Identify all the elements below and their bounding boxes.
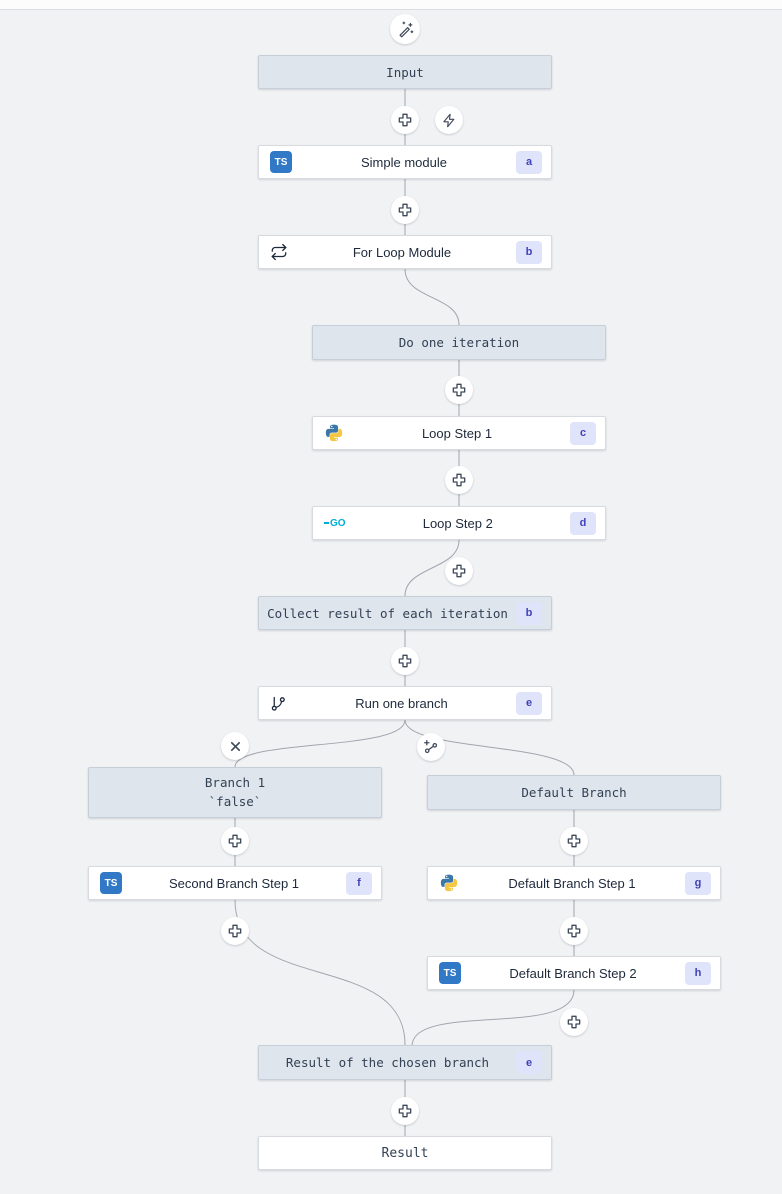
branch-expression: `false` bbox=[208, 793, 262, 809]
node-label: Default Branch Step 2 bbox=[509, 965, 637, 981]
plus-icon bbox=[397, 653, 413, 669]
node-label: Second Branch Step 1 bbox=[168, 875, 300, 891]
git-branch-icon bbox=[270, 695, 287, 712]
flow-node-default-branch-step-2[interactable]: TS Default Branch Step 2 h bbox=[427, 956, 721, 990]
plus-icon bbox=[397, 202, 413, 218]
git-branch-plus-icon bbox=[423, 739, 439, 755]
insert-step-button[interactable] bbox=[391, 1097, 419, 1125]
trigger-button[interactable] bbox=[435, 106, 463, 134]
node-label: Run one branch bbox=[355, 695, 448, 711]
flow-node-default-branch-step-1[interactable]: Default Branch Step 1 g bbox=[427, 866, 721, 900]
x-icon bbox=[229, 740, 242, 753]
flow-node-input[interactable]: Input bbox=[258, 55, 552, 89]
insert-step-button[interactable] bbox=[221, 917, 249, 945]
insert-step-button[interactable] bbox=[560, 827, 588, 855]
bolt-icon bbox=[442, 113, 457, 128]
python-icon bbox=[324, 423, 344, 443]
flow-node-default-branch[interactable]: Default Branch bbox=[427, 775, 721, 810]
insert-step-button[interactable] bbox=[560, 1008, 588, 1036]
plus-icon bbox=[397, 112, 413, 128]
step-id-badge: c bbox=[570, 421, 596, 445]
step-id-badge: a bbox=[516, 150, 542, 174]
plus-icon bbox=[451, 472, 467, 488]
insert-step-button[interactable] bbox=[445, 376, 473, 404]
node-label: Collect result of each iteration bbox=[267, 605, 508, 621]
flow-node-loop-step-1[interactable]: Loop Step 1 c bbox=[312, 416, 606, 450]
node-label: Do one iteration bbox=[398, 335, 520, 350]
plus-icon bbox=[566, 833, 582, 849]
plus-icon bbox=[451, 382, 467, 398]
flow-node-result-of-chosen-branch[interactable]: Result of the chosen branch e bbox=[258, 1045, 552, 1080]
insert-step-button[interactable] bbox=[391, 647, 419, 675]
flow-node-for-loop[interactable]: For Loop Module b bbox=[258, 235, 552, 269]
plus-icon bbox=[451, 563, 467, 579]
go-icon: GO bbox=[324, 518, 346, 529]
insert-step-button[interactable] bbox=[221, 827, 249, 855]
node-label: Result of the chosen branch bbox=[285, 1055, 490, 1070]
wand-sparkles-icon bbox=[396, 20, 414, 38]
step-id-badge: g bbox=[685, 871, 711, 895]
node-label: Loop Step 2 bbox=[422, 515, 493, 531]
python-icon bbox=[439, 873, 459, 893]
step-id-badge: b bbox=[516, 601, 542, 625]
step-id-badge: f bbox=[346, 871, 372, 895]
insert-step-button[interactable] bbox=[445, 557, 473, 585]
flow-node-run-one-branch[interactable]: Run one branch e bbox=[258, 686, 552, 720]
insert-step-button[interactable] bbox=[391, 106, 419, 134]
flow-node-simple-module[interactable]: TS Simple module a bbox=[258, 145, 552, 179]
step-id-badge: d bbox=[570, 511, 596, 535]
insert-step-button[interactable] bbox=[391, 196, 419, 224]
ai-flow-builder-button[interactable] bbox=[390, 14, 420, 44]
plus-icon bbox=[227, 833, 243, 849]
top-bar bbox=[0, 0, 782, 10]
flow-node-branch-1[interactable]: Branch 1 `false` bbox=[88, 767, 382, 818]
plus-icon bbox=[566, 923, 582, 939]
flow-node-do-one-iteration[interactable]: Do one iteration bbox=[312, 325, 606, 360]
typescript-icon: TS bbox=[100, 872, 122, 894]
node-label: Simple module bbox=[361, 154, 447, 170]
add-branch-button[interactable] bbox=[417, 733, 445, 761]
typescript-icon: TS bbox=[270, 151, 292, 173]
flow-node-result[interactable]: Result bbox=[258, 1136, 552, 1170]
step-id-badge: e bbox=[516, 1051, 542, 1074]
flow-node-loop-step-2[interactable]: GO Loop Step 2 d bbox=[312, 506, 606, 540]
insert-step-button[interactable] bbox=[445, 466, 473, 494]
node-label: Default Branch Step 1 bbox=[508, 875, 636, 891]
insert-step-button[interactable] bbox=[560, 917, 588, 945]
step-id-badge: h bbox=[685, 961, 711, 985]
plus-icon bbox=[397, 1103, 413, 1119]
node-label: Default Branch bbox=[521, 785, 627, 800]
branch-label: Branch 1 bbox=[204, 775, 266, 791]
step-id-badge: b bbox=[516, 240, 542, 264]
node-label: Input bbox=[386, 64, 424, 80]
node-label: Result bbox=[381, 1145, 429, 1161]
flow-node-collect-result[interactable]: Collect result of each iteration b bbox=[258, 596, 552, 630]
plus-icon bbox=[566, 1014, 582, 1030]
plus-icon bbox=[227, 923, 243, 939]
node-label: Loop Step 1 bbox=[421, 425, 493, 441]
node-label: For Loop Module bbox=[352, 244, 452, 260]
flow-node-second-branch-step-1[interactable]: TS Second Branch Step 1 f bbox=[88, 866, 382, 900]
repeat-loop-icon bbox=[270, 243, 288, 261]
step-id-badge: e bbox=[516, 691, 542, 715]
remove-branch-button[interactable] bbox=[221, 732, 249, 760]
typescript-icon: TS bbox=[439, 962, 461, 984]
